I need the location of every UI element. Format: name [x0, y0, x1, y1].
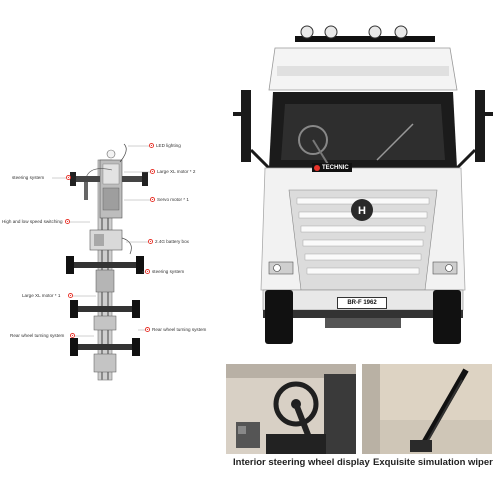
- label-led-lighting: LED lighting: [156, 143, 181, 148]
- wiper-photo: [362, 364, 492, 454]
- callout-marker-icon: [150, 197, 155, 202]
- svg-text:H: H: [358, 205, 366, 217]
- callout-marker-icon: [65, 219, 70, 224]
- label-large-xl-motor-1: Large XL motor * 1: [22, 293, 61, 298]
- license-plate-text: BR-F 1962: [347, 300, 377, 306]
- callout-marker-icon: [66, 175, 71, 180]
- callout-marker-icon: [150, 169, 155, 174]
- technic-badge-text: TECHNIC: [322, 164, 349, 171]
- callout-marker-icon: [70, 333, 75, 338]
- steering-wheel-caption: Interior steering wheel display: [233, 457, 370, 468]
- label-steering-system-top: steering system: [12, 175, 45, 180]
- technic-logo-icon: [314, 164, 320, 171]
- label-rear-wheel-turning-left: Rear wheel turning system: [10, 333, 65, 338]
- wiper-illustration: [362, 364, 492, 454]
- callout-marker-icon: [149, 143, 154, 148]
- callout-marker-icon: [145, 327, 150, 332]
- technic-badge: TECHNIC: [312, 163, 352, 172]
- label-steering-system-mid: steering system: [152, 269, 185, 274]
- truck-front-photo: H TECHNIC BR-F 1962: [225, 0, 500, 355]
- callout-marker-icon: [145, 269, 150, 274]
- callout-marker-icon: [148, 239, 153, 244]
- steering-wheel-illustration: [226, 364, 356, 454]
- label-servo-motor: Servo motor * 1: [157, 197, 189, 202]
- label-rear-wheel-turning-right: Rear wheel turning system: [152, 327, 207, 332]
- wiper-caption: Exquisite simulation wiper: [373, 457, 493, 468]
- label-large-xl-motor-2: Large XL motor * 2: [157, 169, 196, 174]
- callout-marker-icon: [68, 293, 73, 298]
- chassis-illustration: [52, 143, 154, 381]
- label-speed-switching: High and low speed switching: [2, 219, 63, 224]
- license-plate: BR-F 1962: [337, 297, 387, 309]
- label-battery-box: 2.4G battery box: [155, 239, 189, 244]
- steering-wheel-photo: [226, 364, 356, 454]
- chassis-diagram: LED lighting steering system Large XL mo…: [0, 130, 240, 390]
